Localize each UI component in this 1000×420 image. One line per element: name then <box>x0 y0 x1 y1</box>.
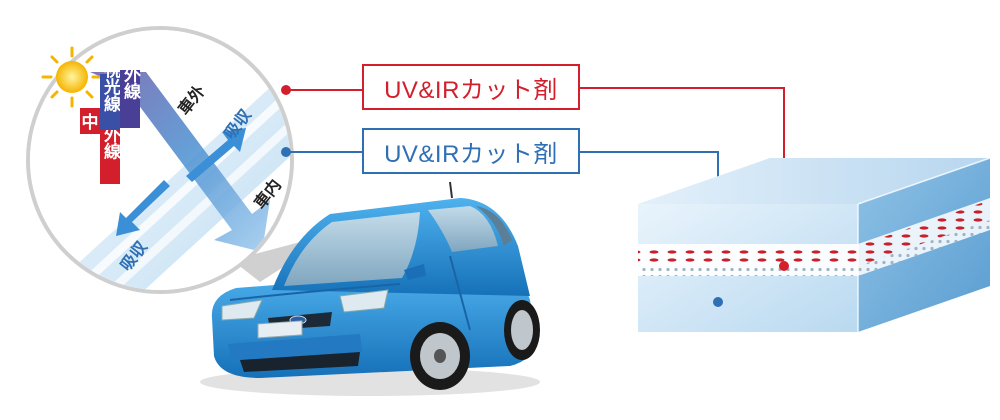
absorb-upper-arrow <box>186 128 246 182</box>
ir-cut-particles <box>638 246 858 266</box>
blue-target-dot <box>713 297 723 307</box>
ray-through-arrow <box>90 72 270 252</box>
uv-ir-cut-label-blue: UV&IRカット剤 <box>362 128 580 174</box>
absorb-lower-arrow <box>116 180 170 236</box>
car-side-window <box>428 206 498 252</box>
uv-cut-particles <box>638 266 858 276</box>
glass-top-face <box>638 158 990 204</box>
car-headlight-right <box>339 289 389 313</box>
sun-icon <box>41 46 103 108</box>
label-uv: 紫外線 <box>120 47 141 100</box>
label-center: 中 <box>82 112 99 133</box>
car <box>200 181 540 396</box>
car-wheel-rear <box>504 300 540 360</box>
car-headlight-left <box>221 299 263 321</box>
car-windshield <box>284 212 420 286</box>
label-visible: 可視光線 <box>100 44 122 113</box>
car-wheel-front <box>410 322 470 390</box>
glass-cross-section <box>638 157 991 332</box>
uv-ir-cut-label-red: UV&IRカット剤 <box>362 64 580 110</box>
red-target-dot <box>779 261 789 271</box>
license-plate <box>257 320 303 339</box>
light-labels: 中 赤外線 可視光線 紫外線 <box>80 44 141 184</box>
